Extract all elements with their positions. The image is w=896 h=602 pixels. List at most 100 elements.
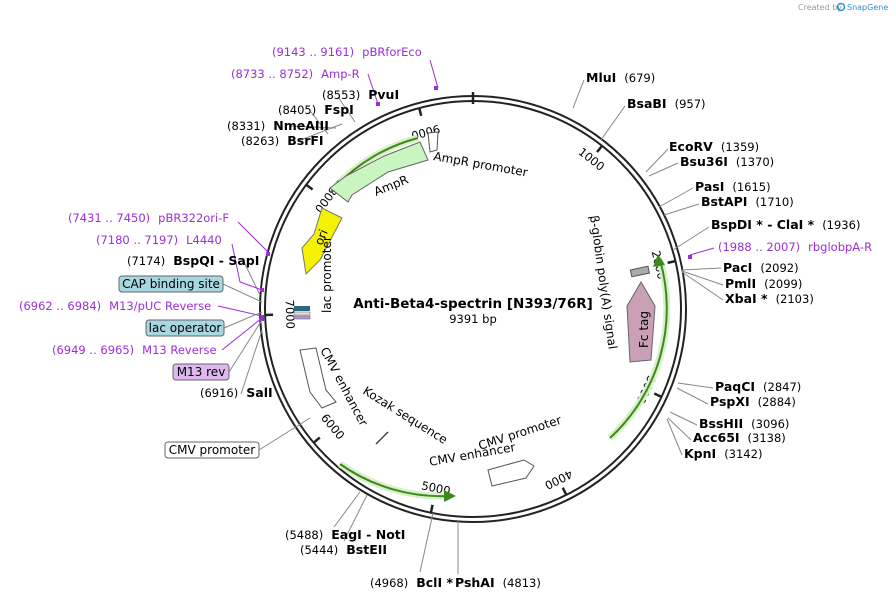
cmv-promoter-box[interactable]: CMV promoter [164,441,260,459]
site-label: KpnI(3142) [684,446,762,461]
site-position: (957) [675,97,706,111]
feature-ori[interactable]: ori [301,207,343,276]
feature-cmv-promoter[interactable]: CMV promoter CMV enhancer [428,413,563,487]
tick-label: 1000 [576,145,608,174]
site-leader-line [681,271,724,301]
primer-leader-line [231,243,263,291]
restriction-site[interactable]: PspXI(2884) [710,394,796,409]
primer[interactable]: (7180 .. 7197)L4440 [96,233,222,247]
site-position: (5488) [285,528,323,542]
restriction-site[interactable]: PacI(2092) [723,260,799,275]
site-name: NmeAIII [273,118,329,133]
restriction-site[interactable]: BspDI * - ClaI *(1936) [711,217,860,232]
site-label: (5488)EagI - NotI [285,527,405,542]
primer-label: (1988 .. 2007)rbglobpA-R [718,240,872,254]
site-label: (8553)PvuI [322,87,399,102]
primer[interactable]: (1988 .. 2007)rbglobpA-R [718,240,872,254]
site-sep: - [362,527,376,542]
site-position: (679) [624,71,655,85]
restriction-site[interactable]: KpnI(3142) [684,446,762,461]
restriction-site[interactable]: PaqCI(2847) [715,379,801,394]
site-label: BspDI * - ClaI *(1936) [711,217,860,232]
restriction-site[interactable]: Acc65I(3138) [693,430,786,445]
restriction-site[interactable]: (8553)PvuI [322,87,399,102]
site-position: (8263) [241,134,279,148]
primer[interactable]: (9143 .. 9161)pBRforEco [272,45,422,59]
restriction-site[interactable]: MluI(679) [586,70,655,85]
tick-mark [305,183,314,191]
site-position: (4968) [370,576,408,590]
primer-label: (7431 .. 7450)pBR322ori-F [68,211,229,225]
primer-binding-mark [688,255,692,259]
site-name: PasI [695,179,724,194]
site-label: (8263)BsrFI [241,133,324,148]
site-name: Acc65I [693,430,740,445]
restriction-site[interactable]: (6916)SalI [200,385,273,400]
feature-fc-tag[interactable]: Fc tag [626,281,656,363]
restriction-site[interactable]: (5488)EagI - NotI [285,527,405,542]
site-leader-line [669,411,698,426]
primer-name: M13 Reverse [142,343,216,357]
cap-binding-site-box[interactable]: CAP binding site [118,275,224,293]
restriction-site[interactable]: BsaBI(957) [627,96,706,111]
credit-brand: SnapGene [847,3,888,12]
ori-label: ori [312,227,331,247]
site-name: XbaI * [725,291,768,306]
restriction-site[interactable]: XbaI *(2103) [725,291,814,306]
restriction-site[interactable]: BstAPI(1710) [701,194,794,209]
primer-leader-line [237,221,269,253]
restriction-site[interactable]: PasI(1615) [695,179,771,194]
primer-leader-line [221,317,263,351]
restriction-site[interactable]: (8263)BsrFI [241,133,324,148]
primer[interactable]: (7431 .. 7450)pBR322ori-F [68,211,229,225]
box-leader-line [223,311,263,329]
restriction-site[interactable]: BssHII(3096) [699,416,789,431]
primer-label: (9143 .. 9161)pBRforEco [272,45,422,59]
fc-tag-label: Fc tag [637,311,651,348]
primer[interactable]: (6949 .. 6965)M13 Reverse [52,343,217,357]
site-leader-line [663,203,700,216]
restriction-site[interactable]: PshAI(4813) [455,575,541,590]
primer-range: (8733 .. 8752) [231,67,313,81]
tick-mark [417,107,423,117]
plasmid-name: Anti-Beta4-spectrin [N393/76R] [353,296,593,312]
restriction-site[interactable]: (4968) BclI * [370,575,453,590]
restriction-site[interactable]: (8405)FspI [278,102,354,117]
primer[interactable]: (6962 .. 6984)M13/pUC Reverse [19,299,211,313]
restriction-site[interactable]: (8331)NmeAIII [227,118,329,133]
box-label: CMV promoter [169,443,256,457]
restriction-site[interactable]: Bsu36I(1370) [680,154,774,169]
primer-name: M13/pUC Reverse [109,299,211,313]
site-label: PasI(1615) [695,179,771,194]
site-label: PaqCI(2847) [715,379,801,394]
restriction-site[interactable]: PmlI(2099) [725,276,802,291]
credit-prefix: Created by [798,3,842,12]
tick-label: 7000 [283,299,298,329]
feature-ampr-promoter[interactable]: AmpR promoter [427,131,529,180]
site-label: PspXI(2884) [710,394,796,409]
m13-rev-box[interactable]: M13 rev [172,363,230,381]
site-leader-line [645,148,669,173]
site-name-2: NotI [376,527,406,542]
restriction-site[interactable]: (7174)BspQI - SapI [127,253,259,268]
site-position: (1359) [721,140,759,154]
restriction-site[interactable]: (5444)BstEII [300,542,387,557]
ampr-promoter-label: AmpR promoter [432,149,528,179]
site-position: (7174) [127,254,165,268]
primer-name: L4440 [186,233,222,247]
primer[interactable]: (8733 .. 8752)Amp-R [231,67,360,81]
primer-label: (6949 .. 6965)M13 Reverse [52,343,217,357]
lac-operator-box[interactable]: lac operator [145,319,225,337]
primer-leader-line [689,247,715,256]
site-position: (3096) [751,417,789,431]
feature-cmv-enhancer-left[interactable]: CMV enhancer [299,345,371,429]
snapgene-credit: Created by SnapGene [798,2,888,12]
lac-operator-mark [294,306,310,311]
primer-name: pBRforEco [362,45,422,59]
restriction-site[interactable]: EcoRV(1359) [669,139,759,154]
box-leader-line [258,417,311,451]
primer-label: (6962 .. 6984)M13/pUC Reverse [19,299,211,313]
site-name: BclI * [416,575,453,590]
site-leader-line [677,382,714,389]
